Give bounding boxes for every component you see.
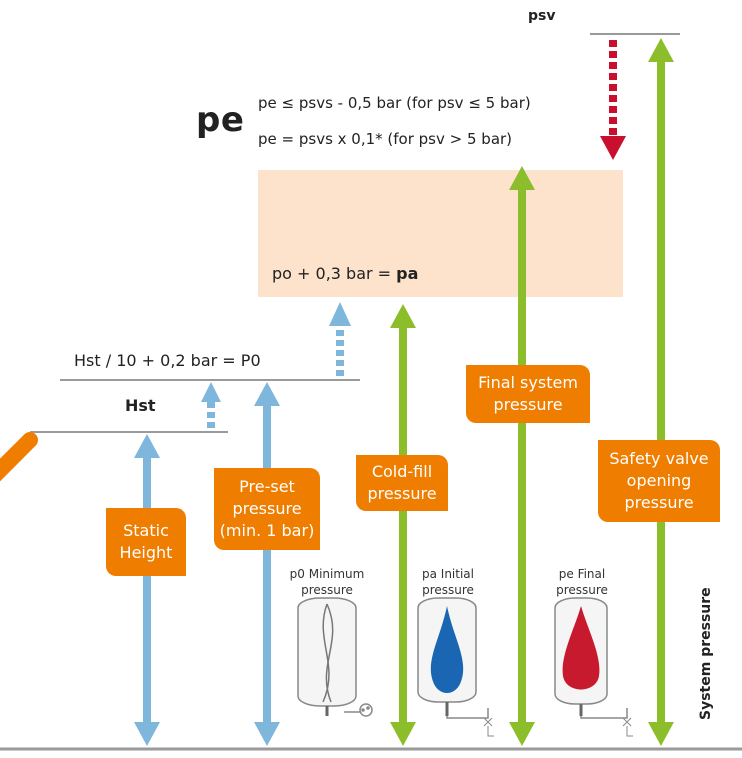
pe-formula-low: pe ≤ psvs - 0,5 bar (for psv ≤ 5 bar) [258,94,531,112]
safety-valve-line-3: pressure [624,493,694,512]
safety-valve-box: Safety valve opening pressure [598,440,720,522]
pa-formula: po + 0,3 bar = pa [272,264,418,283]
pa-formula-bold: pa [396,264,419,283]
pe-formula-high: pe = psvs x 0,1* (for psv > 5 bar) [258,130,513,148]
orange-accent [0,432,38,482]
cold-fill-line-1: Cold-fill [371,462,433,481]
final-system-line-2: pressure [493,395,563,414]
safety-valve-line-2: opening [626,471,692,490]
vessel-p0-caption: p0 Minimum pressure [270,566,384,598]
vessel-p0-caption-1: p0 Minimum [289,567,365,581]
preset-pressure-box: Pre-set pressure (min. 1 bar) [214,468,320,550]
static-height-line-2: Height [119,543,173,562]
safety-valve-line-1: Safety valve [609,449,709,468]
vessel-pa-caption-1: pa Initial [422,567,474,581]
final-system-box: Final system pressure [466,365,590,423]
psv-label: psv [528,8,556,24]
preset-pressure-line-3: (min. 1 bar) [219,521,315,540]
pa-formula-text: po + 0,3 bar = [272,264,397,283]
vessel-p0 [297,597,373,717]
vessel-pe-caption: pe Final pressure [532,566,632,598]
pe-label: pe [196,100,245,140]
safety-valve-arrow [648,38,674,746]
system-pressure-label: System pressure [698,587,714,720]
p0-to-pa-dashed-arrow [329,302,351,376]
hst-label: Hst [125,396,156,415]
final-system-line-1: Final system [478,373,578,392]
p0-formula: Hst / 10 + 0,2 bar = P0 [74,351,261,370]
vessel-pe-caption-2: pressure [556,583,608,597]
psv-to-pe-dashed-arrow [600,40,626,160]
cold-fill-arrow [390,304,416,746]
vessel-pe [554,597,633,737]
static-height-line-1: Static [123,521,169,540]
static-height-arrow [134,434,160,746]
pa-pe-band [258,170,623,297]
vessel-p0-caption-2: pressure [301,583,353,597]
vessel-pe-caption-1: pe Final [558,567,606,581]
cold-fill-box: Cold-fill pressure [356,455,448,511]
vessel-pa-caption: pa Initial pressure [398,566,498,598]
final-system-arrow [509,166,535,746]
vessel-pa-caption-2: pressure [422,583,474,597]
cold-fill-line-2: pressure [367,484,437,503]
preset-pressure-line-2: pressure [232,499,302,518]
vessel-pa [417,597,494,737]
hst-to-p0-dashed-arrow [201,382,221,428]
preset-pressure-line-1: Pre-set [239,477,295,496]
preset-pressure-arrow [254,382,280,746]
static-height-box: Static Height [106,508,186,576]
